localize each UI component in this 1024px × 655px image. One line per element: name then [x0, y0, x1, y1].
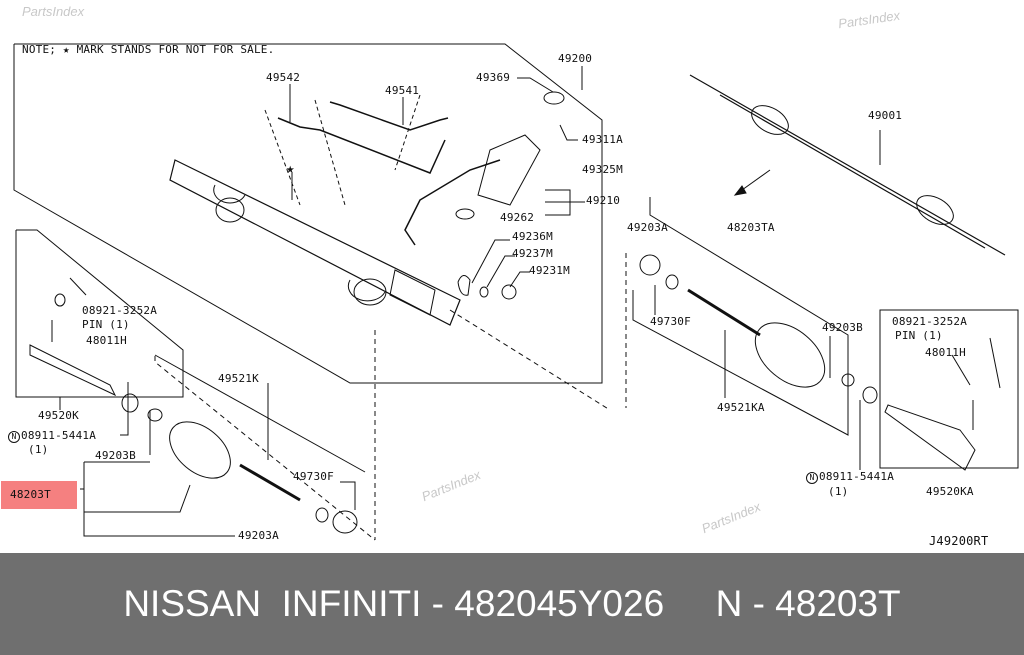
part-qty: PIN (1)	[82, 318, 130, 331]
highlight-box	[1, 481, 77, 509]
part-label[interactable]: 49001	[868, 109, 903, 122]
part-label[interactable]: 48011H	[86, 334, 127, 347]
part-label[interactable]: 49203B	[95, 449, 136, 462]
part-label[interactable]: 48203TA	[727, 221, 775, 234]
n-mark-icon: N	[8, 431, 20, 443]
part-label[interactable]: 49200	[558, 52, 593, 65]
part-label[interactable]: 49730F	[650, 315, 691, 328]
part-label[interactable]: 49541	[385, 84, 420, 97]
part-number: 08911-5441A	[21, 429, 97, 442]
watermark: PartsIndex	[22, 4, 85, 19]
part-qty: PIN (1)	[895, 329, 943, 342]
star-mark: ★	[286, 161, 295, 177]
part-label[interactable]: 49203B	[822, 321, 863, 334]
part-label[interactable]: 08921-3252A	[82, 304, 158, 317]
note-text: NOTE; ★ MARK STANDS FOR NOT FOR SALE.	[22, 43, 275, 56]
part-label[interactable]: 49521K	[218, 372, 259, 385]
part-label[interactable]: 49311A	[582, 133, 623, 146]
parts-diagram: PartsIndex PartsIndex PartsIndex PartsIn…	[1, 4, 1019, 548]
footer-title: NISSAN INFINITI - 482045Y026 N - 48203T	[0, 553, 1024, 655]
part-label[interactable]: 49210	[586, 194, 621, 207]
n-mark-icon: N	[806, 472, 818, 484]
part-label[interactable]: 49369	[476, 71, 511, 84]
part-label[interactable]: 49262	[500, 211, 535, 224]
part-label[interactable]: 48011H	[925, 346, 966, 359]
part-qty: (1)	[828, 485, 849, 498]
part-number: 08911-5441A	[819, 470, 895, 483]
part-label[interactable]: 49520KA	[926, 485, 974, 498]
diagram-code: J49200RT	[929, 534, 989, 548]
part-label[interactable]: 08921-3252A	[892, 315, 968, 328]
part-label[interactable]: 49237M	[512, 247, 553, 260]
part-label[interactable]: 49542	[266, 71, 301, 84]
part-label[interactable]: 49325M	[582, 163, 623, 176]
part-label[interactable]: 49236M	[512, 230, 553, 243]
part-label-highlighted[interactable]: 48203T	[10, 488, 51, 501]
part-label[interactable]: 49521KA	[717, 401, 765, 414]
diagram-linework	[13, 43, 1019, 541]
part-qty: (1)	[28, 443, 49, 456]
part-label[interactable]: 49520K	[38, 409, 79, 422]
part-label[interactable]: 49203A	[238, 529, 279, 542]
part-label[interactable]: 49730F	[293, 470, 334, 483]
part-label[interactable]: 49203A	[627, 221, 668, 234]
part-label[interactable]: 49231M	[529, 264, 570, 277]
